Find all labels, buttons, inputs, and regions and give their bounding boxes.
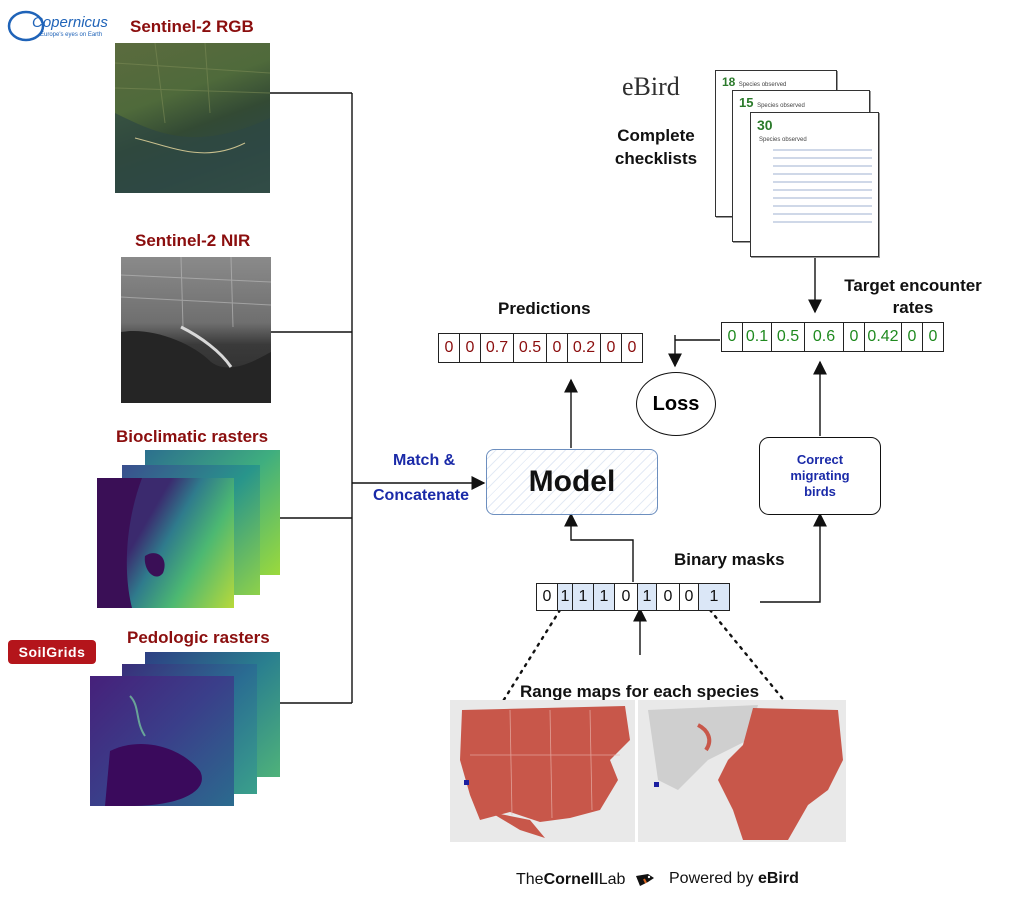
target-cell: 0.1 — [743, 323, 772, 351]
prediction-cell: 0 — [439, 334, 460, 362]
target-cell: 0 — [902, 323, 923, 351]
model-box: Model — [486, 449, 658, 515]
species-observed-text: Species observed — [757, 103, 805, 109]
checklist-count: 15 — [739, 95, 754, 110]
mask-cell: 1 — [638, 584, 657, 610]
sentinel-nir-image — [121, 257, 271, 403]
checklist-card-3: 30 Species observed — [750, 112, 879, 257]
complete-checklists-label: Complete checklists — [614, 126, 698, 168]
predictions-vector: 0 0 0.7 0.5 0 0.2 0 0 — [438, 333, 643, 363]
prediction-cell: 0 — [601, 334, 622, 362]
copernicus-logo: Copernicus Europe's eyes on Earth — [6, 8, 108, 44]
model-label: Model — [528, 465, 616, 498]
soilgrids-logo: SoilGrids — [8, 640, 96, 664]
mask-cell: 0 — [680, 584, 699, 610]
prediction-cell: 0 — [627, 339, 637, 356]
prediction-cell: 0.7 — [481, 334, 514, 362]
cornell-lab-logo: TheCornellLab — [516, 870, 656, 889]
mask-cell: 1 — [573, 584, 594, 610]
predictions-title: Predictions — [498, 299, 591, 318]
cornell-name-text: Cornell — [543, 871, 599, 888]
target-cell: 0 — [722, 323, 743, 351]
sentinel-nir-title: Sentinel-2 NIR — [135, 231, 251, 250]
species-observed-text: Species observed — [759, 137, 807, 143]
powered-by-text: Powered by — [669, 870, 754, 887]
correct-migrating-label: Correct migrating birds — [790, 452, 850, 499]
mask-cell: 1 — [699, 584, 729, 610]
sentinel-rgb-image — [115, 43, 270, 193]
range-maps-title: Range maps for each species — [520, 682, 760, 701]
pedologic-title: Pedologic rasters — [127, 628, 270, 647]
sentinel-rgb-title: Sentinel-2 RGB — [130, 17, 254, 36]
cornell-bird-icon — [634, 870, 656, 888]
checklist-count: 30 — [757, 117, 773, 133]
mask-cell: 0 — [615, 584, 638, 610]
target-encounter-title: Target encounter rates — [844, 276, 982, 317]
loss-node: Loss — [636, 372, 716, 436]
target-cell: 0.5 — [772, 323, 805, 351]
prediction-cell: 0.5 — [514, 334, 547, 362]
copernicus-wordmark: Copernicus — [32, 14, 108, 31]
target-vector: 0 0.1 0.5 0.6 0 0.42 0 0 — [721, 322, 944, 352]
range-map-1 — [450, 700, 635, 842]
range-map-2 — [638, 700, 846, 842]
loss-label: Loss — [652, 392, 700, 415]
cornell-the-text: The — [516, 871, 544, 888]
prediction-cell: 0 — [460, 334, 481, 362]
powered-ebird-text: eBird — [757, 870, 799, 887]
checklist-count: 18 — [722, 75, 736, 89]
pedologic-raster-1 — [90, 676, 234, 806]
copernicus-tagline: Europe's eyes on Earth — [40, 32, 103, 38]
concatenate-label: Concatenate — [373, 487, 470, 504]
powered-by-ebird: Powered by eBird — [669, 870, 799, 888]
mask-cell: 1 — [594, 584, 615, 610]
ebird-logo: eBird — [622, 72, 680, 101]
mask-cell: 0 — [657, 584, 680, 610]
bioclimatic-raster-1 — [97, 478, 234, 608]
target-cell: 0 — [844, 323, 865, 351]
match-label: Match & — [393, 452, 456, 469]
bioclimatic-title: Bioclimatic rasters — [116, 427, 269, 446]
species-observed-text: Species observed — [738, 82, 787, 88]
cornell-lab-text: Lab — [598, 871, 626, 888]
target-cell: 0.6 — [805, 323, 844, 351]
mask-cell: 1 — [558, 584, 573, 610]
binary-masks-title: Binary masks — [674, 550, 785, 569]
prediction-cell: 0 — [547, 334, 568, 362]
target-cell: 0 — [928, 328, 938, 345]
prediction-cell: 0.2 — [568, 334, 601, 362]
target-cell: 0.42 — [865, 323, 902, 351]
mask-cell: 0 — [537, 584, 558, 610]
copernicus-ring-icon — [7, 10, 45, 42]
correct-migrating-box: Correct migrating birds — [759, 437, 881, 515]
